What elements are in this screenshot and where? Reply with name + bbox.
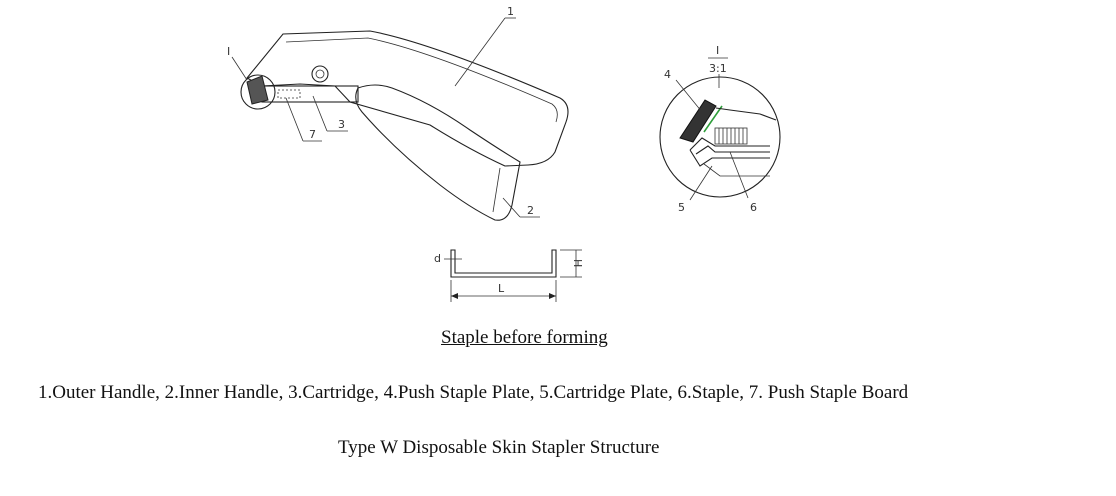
pivot-screw-inner xyxy=(315,69,325,79)
detail-view: I 3:1 4 5 6 xyxy=(659,44,781,214)
dim-l-arrow-left xyxy=(451,293,458,299)
detail-circle-marker xyxy=(240,74,276,110)
label-dim-d: d xyxy=(434,252,441,265)
push-staple-board xyxy=(277,89,301,99)
detail-scale: 3:1 xyxy=(709,62,727,75)
label-detail-marker: I xyxy=(227,45,230,58)
label-push-staple-plate: 4 xyxy=(664,68,671,81)
label-cartridge-plate: 5 xyxy=(678,201,685,214)
stapler-structure-drawing: 1 2 3 7 I I 3:1 4 5 6 xyxy=(227,5,781,302)
staple-shape xyxy=(450,249,557,278)
dim-l-arrow-right xyxy=(549,293,556,299)
leader-7 xyxy=(285,97,304,142)
cartridge-body xyxy=(261,85,359,103)
staple-before-forming-caption: Staple before forming xyxy=(441,327,608,348)
pivot-screw-outer xyxy=(311,65,329,83)
stapler-nose xyxy=(246,75,269,105)
label-staple: 6 xyxy=(750,201,757,214)
detail-circle xyxy=(659,76,781,198)
leader-1 xyxy=(454,17,506,87)
label-cartridge: 3 xyxy=(338,118,345,131)
detail-lower-body xyxy=(703,163,770,177)
detail-green-edge xyxy=(703,105,723,133)
leader-2 xyxy=(502,197,521,218)
label-outer-handle: 1 xyxy=(507,5,514,18)
leader-6 xyxy=(729,151,749,199)
inner-handle-outline xyxy=(355,84,521,221)
detail-id: I xyxy=(716,44,719,57)
label-dim-l: L xyxy=(498,282,505,295)
inner-handle-ridge xyxy=(492,167,501,213)
leader-4 xyxy=(675,79,703,113)
leader-3 xyxy=(312,95,328,132)
staple-drawing: d H L xyxy=(434,249,584,302)
detail-upper-rail xyxy=(715,107,777,121)
detail-push-staple-plate xyxy=(679,99,717,143)
detail-cartridge-plate xyxy=(689,137,770,167)
label-inner-handle: 2 xyxy=(527,204,534,217)
stapler-side-view: 1 2 3 7 I xyxy=(227,5,569,221)
label-dim-h: H xyxy=(571,259,584,267)
outer-handle-inner-edge xyxy=(285,37,558,123)
parts-legend: 1.Outer Handle, 2.Inner Handle, 3.Cartri… xyxy=(38,382,909,403)
outer-handle-outline xyxy=(246,30,569,167)
leader-5 xyxy=(689,165,713,201)
leader-I xyxy=(231,56,248,81)
label-push-staple-board: 7 xyxy=(309,128,316,141)
figure-title: Type W Disposable Skin Stapler Structure xyxy=(338,437,660,458)
